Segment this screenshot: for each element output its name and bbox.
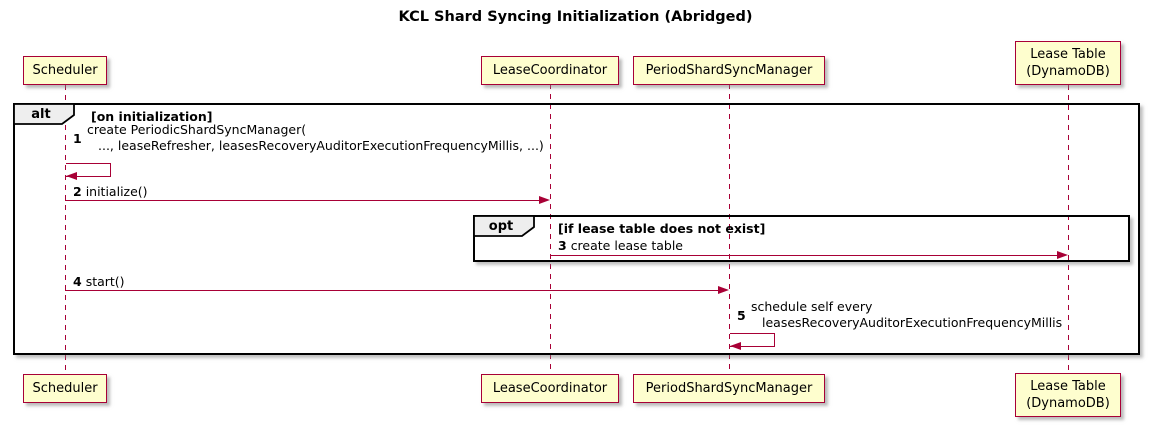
diagram-title: KCL Shard Syncing Initialization (Abridg… [398,9,753,25]
message-1-arrowhead-icon [66,171,77,180]
message-3-label: 3 create lease table [558,238,683,254]
message-2-label: 2 initialize() [73,184,148,200]
participant-label: LeaseCoordinator [492,63,608,78]
opt-condition-label: [if lease table does not exist] [558,221,766,236]
participant-leasecoordinator-bottom: LeaseCoordinator [481,374,619,403]
message-5-number: 5 [737,308,746,323]
opt-operator-label: opt [488,219,514,234]
opt-frame-tab-icon [473,215,535,237]
lifeline-leasecoordinator [550,84,551,374]
message-3-number: 3 [558,238,567,253]
lifeline-periodshardsyncmanager [729,84,730,374]
participant-label: Scheduler [32,381,98,396]
lifeline-leasetable [1068,85,1069,373]
alt-frame-tab-icon [13,103,75,125]
message-2-text: initialize() [85,184,148,199]
message-2-arrowhead-icon [539,196,550,204]
message-5-line1: schedule self every [751,299,873,314]
participant-scheduler-bottom: Scheduler [23,374,107,403]
participant-label: PeriodShardSyncManager [645,63,813,78]
message-4-arrowhead-icon [718,286,729,294]
participant-label-line2: (DynamoDB) [1026,396,1110,411]
message-5-label: schedule self every leasesRecoveryAudito… [751,299,1062,331]
participant-periodshardsyncmanager-bottom: PeriodShardSyncManager [633,374,825,403]
opt-frame: opt [if lease table does not exist] [473,215,1130,262]
participant-label: Scheduler [32,63,98,78]
message-1-line1: create PeriodicShardSyncManager( [87,122,307,137]
participant-leasetable-top: Lease Table (DynamoDB) [1015,41,1121,85]
message-5-line2: leasesRecoveryAuditorExecutionFrequencyM… [762,315,1063,330]
message-1-self-arrow [66,163,111,177]
alt-operator-label: alt [31,107,51,122]
participant-scheduler-top: Scheduler [23,56,107,85]
message-5-self-arrow [730,333,775,347]
alt-condition-label: [on initialization] [91,109,213,124]
message-3-arrowhead-icon [1057,251,1068,259]
message-2-arrow [65,200,540,202]
message-4-arrow [65,290,719,292]
message-4-label: 4 start() [73,274,125,290]
lifeline-scheduler [65,85,66,374]
participant-periodshardsyncmanager-top: PeriodShardSyncManager [633,56,825,85]
participant-label-line1: Lease Table [1030,379,1106,394]
participant-label-line2: (DynamoDB) [1026,64,1110,79]
participant-label: PeriodShardSyncManager [645,381,813,396]
participant-label-line1: Lease Table [1030,47,1106,62]
participant-label: LeaseCoordinator [492,381,608,396]
message-1-number: 1 [73,131,82,146]
message-5-arrowhead-icon [730,341,741,350]
participant-leasetable-bottom: Lease Table (DynamoDB) [1015,373,1121,417]
message-3-text: create lease table [570,238,683,253]
participant-leasecoordinator-top: LeaseCoordinator [481,56,619,85]
alt-frame: alt [on initialization] [13,103,1140,355]
message-1-line2: ..., leaseRefresher, leasesRecoveryAudit… [98,138,544,153]
message-3-arrow [550,255,1058,257]
message-1-label: create PeriodicShardSyncManager( ..., le… [87,122,544,154]
message-2-number: 2 [73,184,82,199]
message-4-text: start() [85,274,125,289]
message-4-number: 4 [73,274,82,289]
